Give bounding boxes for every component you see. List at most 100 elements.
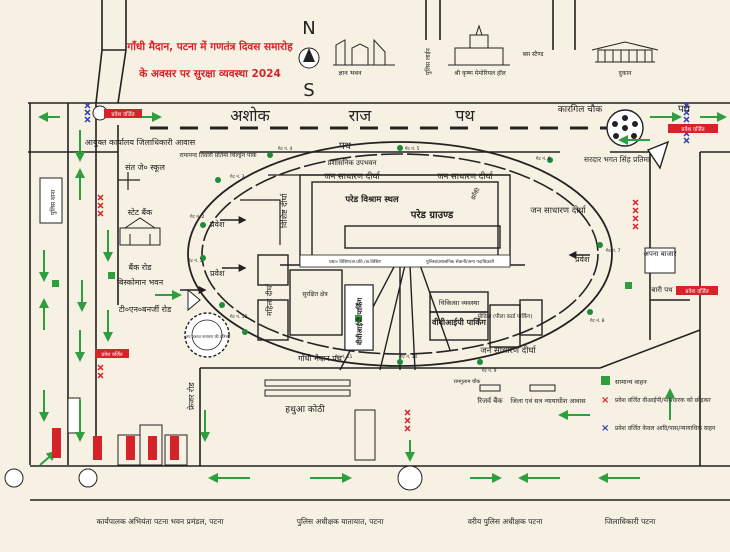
roundabout-icon: [4, 468, 24, 488]
small-box-icon: [354, 409, 376, 461]
label-vishisht-dirgha: विशिष्ट दीर्घा: [279, 193, 289, 228]
road-tn-banerjee: टी०एन०बनर्जी रोड: [119, 304, 172, 314]
label-kargil-chowk: कारगिल चौक: [558, 103, 603, 115]
label-media-parking: मीडिया (पीला कार्ड पार्किंग): [478, 313, 533, 320]
legend-green-box-icon: [601, 376, 610, 385]
vip-strip: [299, 254, 511, 268]
roundabout-icon: [397, 465, 423, 491]
dukan-icon: [591, 41, 659, 63]
judge-house-outline: [529, 384, 556, 392]
road-bank-road: बैंक रोड: [129, 262, 153, 272]
general-vehicle-markers: [52, 272, 632, 322]
label-gate-3: गेट नं. 3: [230, 173, 245, 180]
label-parade-rest: परेड विश्राम स्थल: [344, 194, 400, 205]
credit-dm: जिलाधिकारी पटना: [605, 517, 656, 526]
inner-edge: [240, 174, 510, 245]
label-jhanki: झाँकी: [469, 186, 482, 201]
tag-varjit-4: प्रवेश वर्जित: [101, 351, 122, 358]
label-jan-dirgha-1: जन साधारण दीर्घा: [324, 171, 380, 182]
police-station-box: [39, 177, 63, 224]
legend-red-x-icon: ×: [601, 395, 609, 406]
roundabout-icon: [78, 468, 98, 488]
label-st-xaviers: संत जे० स्कूल: [125, 162, 165, 173]
legend-blue-x-icon: ×: [601, 423, 609, 434]
circle-park: [184, 312, 230, 358]
road-ashok: अशोक: [230, 106, 270, 125]
gate-markers: [200, 145, 603, 365]
label-chikitsa: चिकित्सा व्यवस्था: [439, 299, 480, 307]
compass-icon: [298, 47, 320, 69]
label-gate-8: गेट नं. 8: [590, 317, 605, 324]
label-vip-block: प्रधा० विशिष्ट/अ.प्रति./अ.विशिष्ट: [329, 258, 381, 265]
label-vip-parking: वीवीआईपी पार्किंग: [355, 297, 364, 346]
red-entry-tags: [52, 109, 718, 460]
label-ramlakhan: रामगुलाम चौक: [454, 378, 481, 385]
label-bus-stand: बस स्टैण्ड: [523, 50, 545, 58]
small-box-icon: [67, 397, 81, 434]
label-gate-7: गेट नं. 7: [606, 247, 621, 254]
label-pravesh-1: प्रवेश: [210, 219, 225, 229]
gyan-bhavan-icon: [333, 38, 395, 66]
label-sk-memorial: श्री कृष्ण मेमोरियल हॉल: [454, 69, 506, 77]
label-parade-ground: परेड ग्राउण्ड: [410, 208, 454, 221]
label-gate-10: गेट नं. 10: [400, 353, 417, 360]
label-prashasnik: प्रशासनिक उपभवन: [327, 158, 376, 167]
road-bari-path: बारी पथ: [651, 285, 673, 294]
label-pravesh-2: प्रवेश: [210, 268, 225, 278]
road-raj: राज: [349, 106, 373, 125]
sardar-statue-triangle: [646, 140, 670, 170]
title-line2: के अवसर पर सुरक्षा व्यवस्था 2024: [138, 67, 281, 81]
road-frazer: फ्रेजर रोड: [186, 382, 196, 410]
tag-varjit-2: प्रवेश वर्जित: [681, 126, 705, 133]
label-gate-12: गेट नं. 12: [230, 313, 247, 320]
label-gyan-bhavan: ज्ञान भवन: [338, 69, 362, 77]
credit-ssp: वरीय पुलिस अधीक्षक पटना: [468, 517, 544, 527]
legend-text-3: प्रवेश वर्जित केवल आदि/पास/न्यायाधिक वाह…: [615, 424, 716, 432]
entry-arrows: [180, 216, 590, 294]
road-gandhi-maidan-path: गाँधी मैदान पथ: [298, 353, 343, 363]
apna-bazar-box: [644, 247, 676, 274]
label-jan-dirgha-2: जन साधारण दीर्घा: [437, 171, 493, 182]
label-police-block: पुलिस/प्रशासनिक सेवानी/अन्य पदाधिकारी: [426, 258, 495, 265]
label-district-judge: जिला एवं सत्र न्यायाधीश आवास: [510, 397, 586, 405]
label-apna-bazar: अपना बाजार: [644, 250, 677, 258]
label-hathua-kothi: हथुआ कोठी: [285, 403, 325, 415]
tag-varjit-1: प्रवेश वर्जित: [111, 111, 135, 118]
state-bank-icon: [119, 217, 161, 246]
small-box-icon: [164, 434, 188, 466]
label-gate-4: गेट नं. 4: [278, 145, 293, 152]
hathua-kothi-outline: [264, 379, 351, 387]
red-x-barrier-icon: [97, 194, 639, 432]
compass-south: S: [303, 80, 314, 101]
credit-sp-traffic: पुलिस अधीक्षक यातायात, पटना: [297, 517, 385, 527]
compass-north: N: [302, 18, 315, 39]
label-collector-office: आयुक्त कार्यालय जिलाधिकारी आवास: [85, 137, 196, 148]
blue-x-barrier-icon: [84, 102, 690, 144]
sk-memorial-icon: [448, 24, 510, 66]
hathua-kothi-outline-2: [264, 389, 351, 397]
junction-triangle-icon: [187, 288, 201, 312]
label-suraksha: सुरक्षित क्षेत्र: [302, 290, 328, 298]
legend-text-2: प्रवेश वर्जित वीआईपी/पासधारक को छोड़कर: [615, 396, 711, 404]
label-police-station: पुलिस थाना: [49, 189, 57, 215]
school-cross-icon: [118, 172, 140, 190]
label-gate-2: गेट नं. 2: [190, 213, 205, 220]
circle-park-inner: [191, 319, 223, 351]
tag-varjit-3: प्रवेश वर्जित: [685, 288, 709, 295]
label-police-lines: पुलिस लाईन: [424, 47, 432, 75]
credit-executive-engineer: कार्यपालक अभियंता पटना भवन प्रमंडल, पटना: [97, 517, 225, 526]
label-gate-9: गेट नं. 9: [482, 367, 497, 374]
label-gate-1: गेट नं. 1: [188, 257, 203, 264]
label-mahila-dirgha: महिला दीर्घा: [265, 283, 274, 316]
legend-text-1: सामान्य वाहन: [615, 378, 647, 386]
label-circle-park: जय प्रकाश नारायण की प्रतिमा: [185, 334, 230, 339]
label-dukan: दुकान: [619, 70, 632, 77]
label-gate-6: गेट नं. 6: [536, 155, 551, 162]
label-sardar-statue: सरदार भगत सिंह प्रतिमा: [584, 155, 651, 164]
road-path-right: पथ: [678, 104, 691, 115]
label-gate-5: गेट नं. 5: [405, 145, 420, 152]
label-reserve-bank: रिजर्व बैंक: [477, 396, 503, 405]
title-line1: गाँधी मैदान, पटना में गणतंत्र दिवस समारो…: [126, 40, 293, 53]
